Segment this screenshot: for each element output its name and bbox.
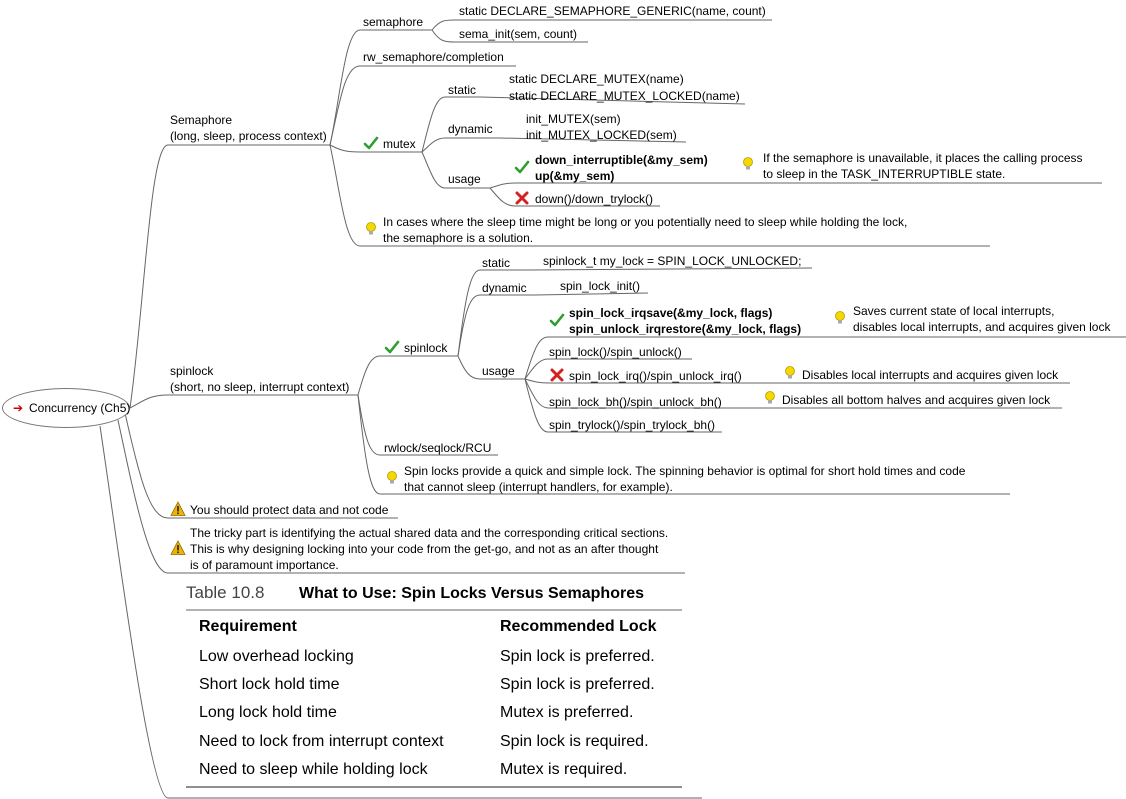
semaphore-branch-subtitle: (long, sleep, process context)	[170, 129, 327, 143]
mutex-dynamic-node[interactable]: dynamic	[448, 122, 493, 136]
table-cell-requirement: Need to lock from interrupt context	[199, 733, 444, 750]
check-icon	[549, 313, 565, 327]
semaphore-node[interactable]: semaphore	[363, 15, 424, 29]
mutex-static-node[interactable]: static	[448, 83, 477, 97]
rwlock-node[interactable]: rwlock/seqlock/RCU	[384, 441, 492, 455]
warning-shared-data-3: is of paramount importance.	[190, 558, 339, 572]
mutex-dynamic-item-2[interactable]: init_MUTEX_LOCKED(sem)	[526, 128, 677, 142]
arrow-icon: ➔	[13, 401, 24, 415]
spinlock-irq-item[interactable]: spin_lock_irq()/spin_unlock_irq()	[569, 369, 742, 383]
spinlock-note-1: Spin locks provide a quick and simple lo…	[404, 464, 966, 478]
cross-icon	[515, 191, 529, 205]
warning-icon	[170, 501, 186, 516]
lightbulb-icon	[743, 157, 753, 170]
root-node-label: Concurrency (Ch5)	[29, 401, 131, 415]
rw-semaphore-node[interactable]: rw_semaphore/completion	[363, 50, 504, 64]
table-caption-title: What to Use: Spin Locks Versus Semaphore…	[299, 585, 644, 602]
spinlock-irqsave-2[interactable]: spin_unlock_irqrestore(&my_lock, flags)	[569, 322, 802, 336]
mutex-usage-note-2: to sleep in the TASK_INTERRUPTIBLE state…	[763, 167, 1006, 181]
mutex-usage-good-2[interactable]: up(&my_sem)	[535, 169, 615, 183]
warning-shared-data-2: This is why designing locking into your …	[190, 542, 659, 556]
mutex-usage-bad[interactable]: down()/down_trylock()	[535, 192, 654, 206]
mutex-static-item-1[interactable]: static DECLARE_MUTEX(name)	[509, 72, 684, 86]
spinlock-static-item[interactable]: spinlock_t my_lock = SPIN_LOCK_UNLOCKED;	[543, 254, 802, 268]
warning-icon	[170, 540, 186, 555]
table-cell-lock: Mutex is required.	[500, 761, 628, 778]
table-cell-requirement: Low overhead locking	[199, 648, 354, 665]
lightbulb-icon	[765, 391, 775, 404]
cross-icon	[550, 368, 564, 382]
spinlock-irqsave-1[interactable]: spin_lock_irqsave(&my_lock, flags)	[569, 306, 773, 320]
table-cell-requirement: Long lock hold time	[199, 704, 337, 721]
spinlock-trylock-item[interactable]: spin_trylock()/spin_trylock_bh()	[549, 418, 716, 432]
lightbulb-icon	[785, 366, 795, 379]
mutex-dynamic-item-1[interactable]: init_MUTEX(sem)	[526, 112, 621, 126]
table-header-recommended-lock: Recommended Lock	[500, 618, 657, 635]
check-icon	[514, 160, 530, 174]
semaphore-static-item[interactable]: static DECLARE_SEMAPHORE_GENERIC(name, c…	[459, 4, 766, 18]
lightbulb-icon	[366, 222, 376, 235]
spinlock-irqsave-note-1: Saves current state of local interrupts,	[853, 304, 1055, 318]
table-cell-lock: Spin lock is required.	[500, 733, 649, 750]
mutex-usage-note-1: If the semaphore is unavailable, it plac…	[763, 151, 1083, 165]
table-cell-lock: Spin lock is preferred.	[500, 676, 655, 693]
spinlock-dynamic-item[interactable]: spin_lock_init()	[560, 279, 641, 293]
table-caption-number: Table 10.8	[186, 583, 265, 602]
root-node[interactable]	[2, 388, 130, 428]
spinlock-note-2: that cannot sleep (interrupt handlers, f…	[404, 480, 673, 494]
semaphore-note-2: the semaphore is a solution.	[383, 231, 534, 245]
warning-shared-data-1[interactable]: The tricky part is identifying the actua…	[190, 526, 669, 540]
spinlock-node[interactable]: spinlock	[404, 341, 448, 355]
spinlock-branch-subtitle: (short, no sleep, interrupt context)	[170, 380, 350, 394]
table-cell-lock: Spin lock is preferred.	[500, 648, 655, 665]
table-header-requirement: Requirement	[199, 618, 297, 635]
spinlock-bh-item[interactable]: spin_lock_bh()/spin_unlock_bh()	[549, 395, 722, 409]
warning-protect-data[interactable]: You should protect data and not code	[190, 503, 389, 517]
semaphore-branch-title[interactable]: Semaphore	[170, 113, 233, 127]
spinlock-usage-node[interactable]: usage	[482, 364, 515, 378]
check-icon	[363, 136, 379, 150]
check-icon	[384, 340, 400, 354]
mutex-usage-node[interactable]: usage	[448, 172, 481, 186]
mutex-node[interactable]: mutex	[383, 137, 416, 151]
table-cell-lock: Mutex is preferred.	[500, 704, 634, 721]
lightbulb-icon	[835, 311, 845, 324]
mutex-static-item-2[interactable]: static DECLARE_MUTEX_LOCKED(name)	[509, 89, 740, 103]
mutex-usage-good-1[interactable]: down_interruptible(&my_sem)	[535, 153, 708, 167]
spinlock-irq-note: Disables local interrupts and acquires g…	[802, 368, 1059, 382]
table-cell-requirement: Short lock hold time	[199, 676, 340, 693]
table-cell-requirement: Need to sleep while holding lock	[199, 761, 428, 778]
spinlock-irqsave-note-2: disables local interrupts, and acquires …	[853, 320, 1111, 334]
spinlock-plain-item[interactable]: spin_lock()/spin_unlock()	[549, 345, 682, 359]
spinlock-branch-title[interactable]: spinlock	[170, 364, 214, 378]
spinlock-dynamic-node[interactable]: dynamic	[482, 281, 527, 295]
lightbulb-icon	[387, 471, 397, 484]
semaphore-init-item[interactable]: sema_init(sem, count)	[459, 27, 578, 41]
spinlock-bh-note: Disables all bottom halves and acquires …	[782, 393, 1051, 407]
semaphore-note-1: In cases where the sleep time might be l…	[383, 215, 908, 229]
spinlock-static-node[interactable]: static	[482, 256, 511, 270]
